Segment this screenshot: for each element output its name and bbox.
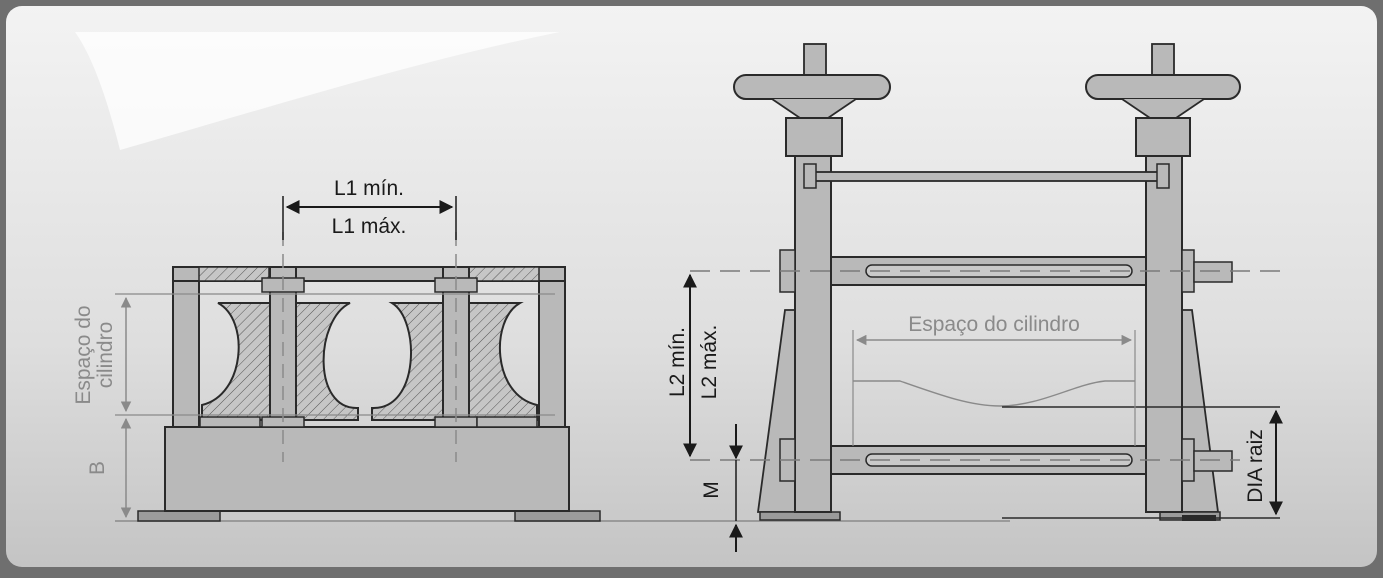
b-label: B (86, 461, 109, 475)
roll-space-label-line1: Espaço do (72, 305, 95, 404)
left-column (794, 155, 832, 513)
right-handwheel (1085, 74, 1241, 100)
root-dia-label: DIA raiz (1244, 429, 1267, 503)
base-block (164, 426, 570, 512)
side-view: Espaço do cilindro L2 mín. L2 máx. M DIA… (666, 43, 1283, 552)
l2-min-label: L2 mín. (666, 327, 689, 397)
panel-sheen (75, 32, 560, 150)
roll-space-label-line2: cilindro (94, 322, 117, 389)
l2-max-label: L2 máx. (698, 325, 721, 400)
roll-space-side-label: Espaço do cilindro (908, 313, 1080, 336)
m-label: M (700, 481, 723, 499)
right-column (1145, 155, 1183, 513)
l1-max-label: L1 máx. (332, 215, 407, 238)
front-view: L1 mín. L1 máx. Espaço do cilindro B (72, 177, 1010, 522)
l1-min-label: L1 mín. (334, 177, 404, 200)
left-handwheel (733, 74, 891, 100)
